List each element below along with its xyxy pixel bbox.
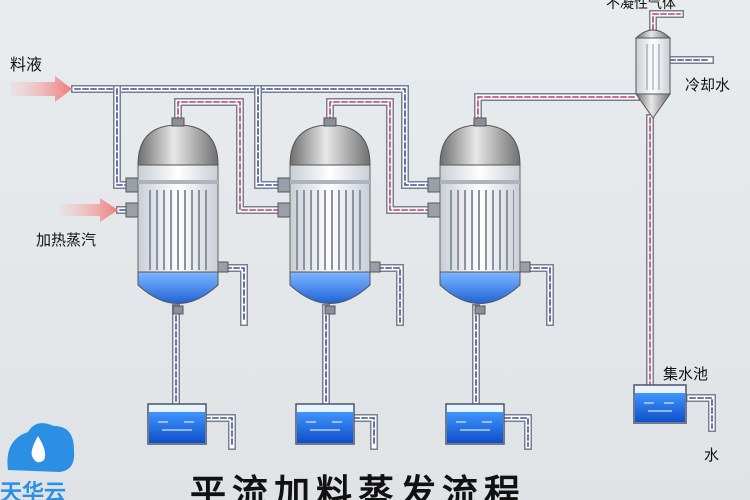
product-tank-2 (295, 403, 355, 445)
water-collection-tank (633, 384, 687, 424)
heating-steam-arrow-icon (60, 198, 118, 222)
watermark-text: 天华云 (0, 480, 66, 500)
pipe-network (71, 10, 716, 450)
cloud-drop-icon (7, 423, 75, 472)
condensate-2-pipe (366, 264, 404, 326)
feed-liquid-label: 料液 (10, 55, 42, 74)
water-collection-tank-label: 集水池 (663, 365, 708, 383)
collection-overflow-pipe (686, 394, 716, 432)
overflow-2-pipe (350, 414, 378, 450)
evaporators (125, 117, 531, 315)
collection-tanks (147, 384, 687, 445)
feed-liquid-arrow-icon (10, 76, 72, 102)
evaporator-1 (125, 117, 229, 315)
diagram-title: 平流加料蒸发流程 (190, 472, 526, 500)
overflow-3-pipe (501, 414, 532, 450)
product-tank-1 (147, 403, 207, 445)
heating-steam-label: 加热蒸汽 (36, 231, 96, 249)
condenser (634, 29, 672, 119)
feed-branch-1-pipe (113, 85, 139, 189)
cooling-water-label: 冷却水 (685, 76, 730, 94)
evaporator-3 (427, 117, 531, 315)
water-label: 水 (704, 446, 719, 464)
evaporator-2 (277, 117, 381, 315)
condensate-3-pipe (514, 264, 554, 326)
condensate-1-pipe (214, 264, 248, 326)
feed-branch-2-pipe (254, 85, 291, 189)
vapor-2-to-3-pipe (326, 98, 436, 214)
noncondensable-gas-label: 不凝性气体 (606, 0, 676, 12)
product-tank-3 (445, 403, 505, 445)
vapor-3-to-condenser-pipe (474, 93, 640, 126)
feed-header-pipe (71, 85, 436, 189)
vapor-1-to-2-pipe (174, 98, 291, 214)
overflow-1-pipe (201, 414, 236, 450)
